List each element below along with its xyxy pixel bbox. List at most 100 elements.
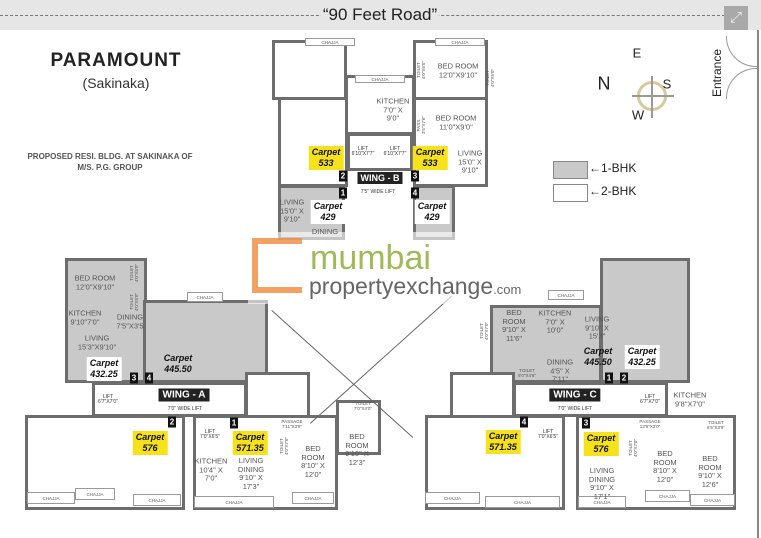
flat-number: 1 [339, 187, 347, 199]
room-label: BED ROOM 9'10" X 11'6" [502, 308, 526, 343]
room-label: DINING 7'5"X3'5 [116, 312, 144, 330]
legend-swatch-2bhk [553, 184, 588, 202]
room-label: LIVING 9'10" X 15'3" [584, 314, 610, 341]
compass-east: E [632, 45, 642, 61]
carpet-value: 429 [424, 212, 440, 222]
chajja: CHAJJA [187, 292, 223, 302]
entrance-door-icon [726, 68, 757, 99]
compass-south: S [662, 76, 672, 92]
room-label: BED ROOM 11'0"X9'0" [435, 113, 477, 131]
compass-north: N [597, 73, 611, 94]
chajja: CHAJJA [425, 492, 480, 504]
chajja: CHAJJA [75, 488, 115, 500]
carpet-label: Carpet [313, 201, 343, 211]
flat-number: 2 [168, 416, 176, 428]
carpet-value: 432.25 [90, 369, 118, 379]
flat-number: 4 [411, 187, 419, 199]
room-label: LIVING 15'3"X9'10" [77, 333, 117, 351]
chajja: CHAJJA [292, 492, 334, 504]
chajja: CHAJJA [355, 75, 405, 83]
room-label: BED ROOM 9'10" X 12'6" [698, 454, 722, 489]
carpet-value: 571.35 [489, 442, 517, 452]
room-label: LIVING 15'0" X 9'10" [457, 148, 483, 175]
wing-b-living-right [413, 97, 488, 187]
passage-label: PASSAGE 7'11"X3'9" [281, 419, 303, 429]
toilet-label: TOILET 4'0"X7'0" [479, 322, 489, 340]
wing-a-lift-small: LIFT 6'7"X7'0" [98, 394, 118, 405]
wing-b-lift-right: LIFT 6'10"X7'7" [383, 146, 407, 157]
wing-c-1bhk-left [490, 305, 602, 383]
project-description: PROPOSED RESI. BLDG. AT SAKINAKA OF M/S.… [27, 152, 193, 172]
chajja: CHAJJA [690, 494, 735, 506]
watermark-line2-text: propertyexchange [309, 273, 494, 299]
room-label: BED ROOM 12'0"X9'10" [74, 273, 116, 291]
room-label: BED ROOM 8'10" X 12'0" [653, 449, 677, 484]
room-label: KITCHEN 9'8"X7'0" [673, 390, 707, 408]
chajja: CHAJJA [645, 490, 690, 502]
room-label: BED ROOM 9'10" X 12'3" [345, 432, 369, 467]
legend-swatch-1bhk [553, 161, 588, 179]
room-label: LIVING 15'0" X 9'10" [279, 197, 305, 224]
carpet-label: Carpet [415, 147, 445, 157]
carpet-value: 432.25 [628, 357, 656, 367]
project-location: (Sakinaka) [82, 75, 150, 91]
carpet-value: 429 [320, 212, 336, 222]
flat-number: 3 [130, 372, 138, 384]
room-label: KITCHEN 10'4" X 7'0" [194, 456, 228, 483]
expand-icon[interactable]: ⤢ [724, 6, 748, 30]
watermark-logo-icon [252, 238, 302, 293]
carpet-label: Carpet [235, 432, 265, 442]
legend-1bhk: ←1-BHK [589, 161, 637, 175]
room-label: BED ROOM 12'0"X9'10" [437, 61, 479, 79]
carpet-label: Carpet [417, 201, 447, 211]
room-label: KITCHEN 9'10"7'0" [68, 308, 102, 326]
chajja: CHAJJA [305, 38, 355, 46]
plot-boundary [757, 30, 759, 538]
carpet-label: Carpet [163, 353, 193, 363]
chajja: CHAJJA [548, 290, 584, 300]
wing-a-bedroom [336, 400, 381, 455]
toilet-label: TOILET 7'0"X4'0" [354, 401, 372, 411]
wing-a-lift-width: 7'0" WIDE LIFT [167, 406, 203, 412]
room-label: DINING [311, 226, 339, 236]
toilet-label: TOILET 6'5"X3'9" [707, 420, 725, 430]
watermark-suffix: .com [493, 282, 522, 297]
flat-number: 1 [605, 372, 613, 384]
toilet-label: TOILET 4'0"X5'0" [129, 293, 139, 311]
carpet-label: Carpet [135, 432, 165, 442]
chajja: CHAJJA [485, 496, 560, 508]
flat-number: 4 [145, 372, 153, 384]
wing-a-label: WING - A [158, 388, 210, 402]
room-label: DINING 4'5" X 7'11" [546, 357, 574, 384]
carpet-value: 571.35 [236, 443, 264, 453]
wing-b-label: WING - B [357, 172, 403, 184]
wing-b-lift-left: LIFT 6'10"X7'7" [351, 146, 375, 157]
flat-number: 3 [411, 170, 419, 182]
carpet-value: 533 [422, 158, 438, 168]
toilet-label: TOILET 4'0"X5'0" [129, 264, 139, 282]
wing-b-lift-width: 7'5" WIDE LIFT [360, 189, 396, 195]
flat-number: 3 [582, 417, 590, 429]
carpet-value: 533 [318, 158, 334, 168]
entrance-door-icon [726, 36, 757, 67]
wing-c-label: WING - C [549, 388, 601, 402]
wing-a-staircase [245, 372, 310, 420]
passage-label: PASSAGE 13'9"X3'0" [639, 419, 661, 429]
carpet-label: Carpet [583, 346, 613, 356]
compass-rose-icon [632, 76, 674, 118]
chajja: CHAJJA [435, 38, 485, 46]
compass-west: W [631, 107, 645, 123]
toilet-label: TOILET 4'0"X7'0" [279, 437, 289, 455]
project-name: PARAMOUNT [50, 50, 182, 71]
watermark-line1: mumbai [310, 239, 431, 277]
